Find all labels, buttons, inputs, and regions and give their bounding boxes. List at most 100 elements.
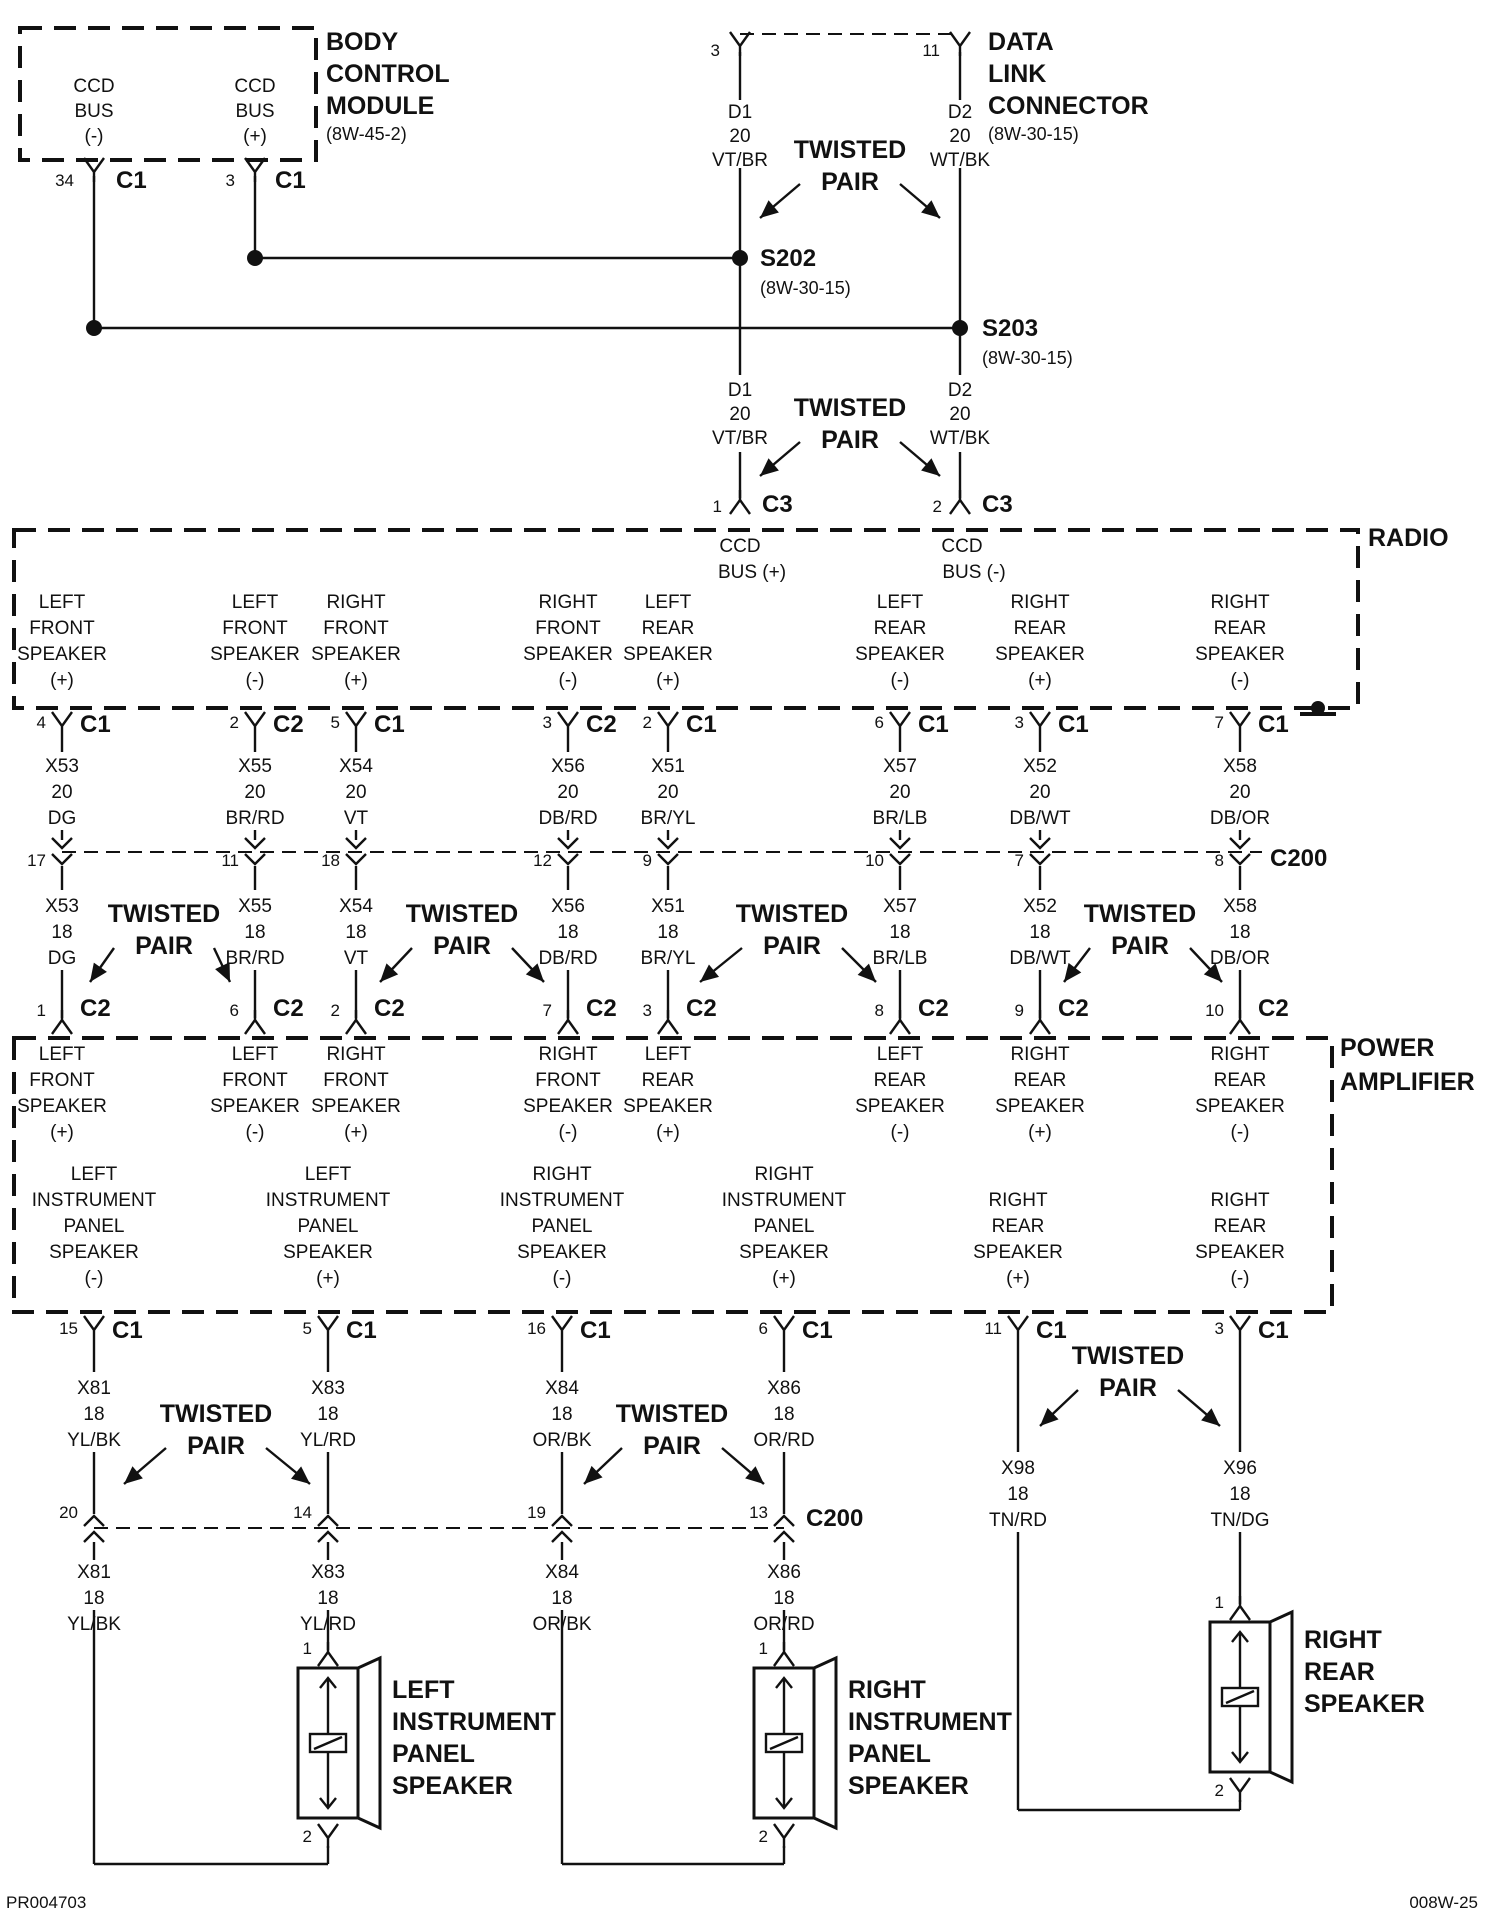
dlc-pin-11: 11 [922, 41, 940, 60]
amp-pin-number: 8 [875, 1001, 884, 1020]
c200-inline-icon [244, 837, 266, 866]
figure-ref-left: PR004703 [6, 1893, 86, 1912]
radio-connector-id: C1 [918, 711, 949, 738]
amp-input-label: LEFT [232, 1044, 279, 1065]
radio-terminal-label: SPEAKER [1195, 644, 1285, 665]
twisted-top-arrow-left-head [760, 200, 779, 218]
right-ip-spk-2: INSTRUMENT [848, 1708, 1012, 1736]
radio-terminal-label: SPEAKER [17, 644, 107, 665]
twisted-rrs-twisted: TWISTED [1072, 1342, 1185, 1370]
radio-terminal-label: LEFT [645, 592, 692, 613]
amp-output-label: LEFT [71, 1164, 118, 1185]
c200-pin-number: 8 [1215, 851, 1224, 870]
twisted-rip-arrow-left-head [584, 1465, 603, 1484]
radio-connector-id: C1 [1258, 711, 1289, 738]
wire-code: X81 [77, 1378, 111, 1399]
left-ip-speaker-body [296, 1666, 360, 1820]
wire-code: X56 [551, 756, 585, 777]
radio-terminal-label: REAR [642, 618, 695, 639]
radio-terminal-label: REAR [1214, 618, 1267, 639]
right-rear-speaker-top-terminal-icon [1229, 1596, 1251, 1621]
twisted-lf-arrow-left-head [90, 962, 107, 982]
right-rear-spk-1: RIGHT [1304, 1626, 1382, 1654]
amp-input-label: REAR [874, 1070, 927, 1091]
c200-pin-number: 11 [221, 851, 239, 870]
amp-input-terminal-icon [657, 1010, 679, 1035]
right-rear-speaker-bottom-terminal-icon [1229, 1777, 1251, 1802]
radio-connector-id: C2 [273, 711, 304, 738]
amp-input-label: (-) [246, 1122, 265, 1143]
twisted-rf-twisted: TWISTED [406, 900, 519, 928]
amp-input-label: SPEAKER [311, 1096, 401, 1117]
amp-input-label: (+) [50, 1122, 74, 1143]
amp-pin-number: 10 [1205, 1001, 1224, 1020]
amp-out-connector-id: C1 [580, 1317, 611, 1344]
twisted-rf-arrow-right-head [525, 963, 544, 982]
left-ip-spk-1: LEFT [392, 1676, 455, 1704]
c200-inline-icon [557, 837, 579, 866]
amp-pin-number: 2 [331, 1001, 340, 1020]
twisted-ccd-arrow-right-head [921, 458, 940, 476]
wire-code: X83 [311, 1378, 345, 1399]
left-ip-speaker-arrows [319, 1676, 337, 1810]
s203-label: S203 [982, 315, 1038, 342]
wire-code: 18 [1229, 922, 1250, 943]
left-ip-spk-3: PANEL [392, 1740, 475, 1768]
radio-connector-id: C1 [80, 711, 111, 738]
radio-terminal-label: (+) [344, 670, 368, 691]
c200-inline-icon [551, 1514, 573, 1543]
amp-output-terminal-icon [1229, 1315, 1251, 1340]
ground-dot [1311, 701, 1325, 715]
right-ip-speaker-body [752, 1666, 816, 1820]
radio-terminal-icon [51, 711, 73, 736]
wire-code: VT [344, 948, 369, 969]
amp-input-terminal-icon [51, 1010, 73, 1035]
radio-terminal-label: (-) [246, 670, 265, 691]
amp-input-label: (-) [891, 1122, 910, 1143]
wire-code: 18 [51, 922, 72, 943]
radio-terminal-label: SPEAKER [995, 644, 1085, 665]
wire-code: X81 [77, 1562, 111, 1583]
amp-input-terminal-icon [345, 1010, 367, 1035]
radio-terminal-label: FRONT [29, 618, 95, 639]
right-rear-spk-3: SPEAKER [1304, 1690, 1425, 1718]
wire-code: OR/RD [753, 1430, 814, 1451]
wire-code: VT [344, 808, 369, 829]
c200-inline-icon [51, 837, 73, 866]
wire-code: 20 [657, 782, 678, 803]
wire-code: X55 [238, 756, 272, 777]
dlc-ref: (8W-30-15) [988, 124, 1079, 144]
amp-input-terminal-icon [244, 1010, 266, 1035]
right-rear-speaker-pin-bottom: 2 [1215, 1781, 1224, 1800]
d1-top-3: VT/BR [712, 150, 768, 171]
bcm-terminal-icon [83, 157, 105, 182]
right-ip-speaker-pin-top: 1 [759, 1639, 768, 1658]
wire-code: BR/LB [873, 948, 928, 969]
radio-ccd-minus-2: BUS (-) [942, 562, 1005, 583]
wire-code: 20 [51, 782, 72, 803]
amp-connector-id: C2 [918, 995, 949, 1022]
twisted-lr-arrow-left-head [700, 964, 720, 982]
amp-output-label: (+) [1006, 1268, 1030, 1289]
wire-code: X57 [883, 756, 917, 777]
twisted-ccd-pair: PAIR [821, 426, 879, 454]
wire-code: BR/YL [641, 948, 696, 969]
radio-ccd-minus-1: CCD [941, 536, 982, 557]
right-ip-spk-4: SPEAKER [848, 1772, 969, 1800]
amp-out-pin-number: 3 [1215, 1319, 1224, 1338]
radio-terminal-label: FRONT [222, 618, 288, 639]
amp-output-label: SPEAKER [517, 1242, 607, 1263]
radio-terminal-label: REAR [874, 618, 927, 639]
twisted-rr-arrow-right-head [1203, 963, 1222, 982]
s202-ref: (8W-30-15) [760, 278, 851, 298]
right-ip-speaker-cone [813, 1655, 838, 1831]
wire-code: 18 [773, 1404, 794, 1425]
amp-output-label: (-) [553, 1268, 572, 1289]
twisted-rr-pair: PAIR [1111, 932, 1169, 960]
dlc-title-1: DATA [988, 28, 1054, 56]
amp-input-label: FRONT [323, 1070, 389, 1091]
radio-terminal-label: RIGHT [1010, 592, 1070, 613]
bcm-conn-c1b: C1 [275, 167, 306, 194]
twisted-lip-twisted: TWISTED [160, 1400, 273, 1428]
